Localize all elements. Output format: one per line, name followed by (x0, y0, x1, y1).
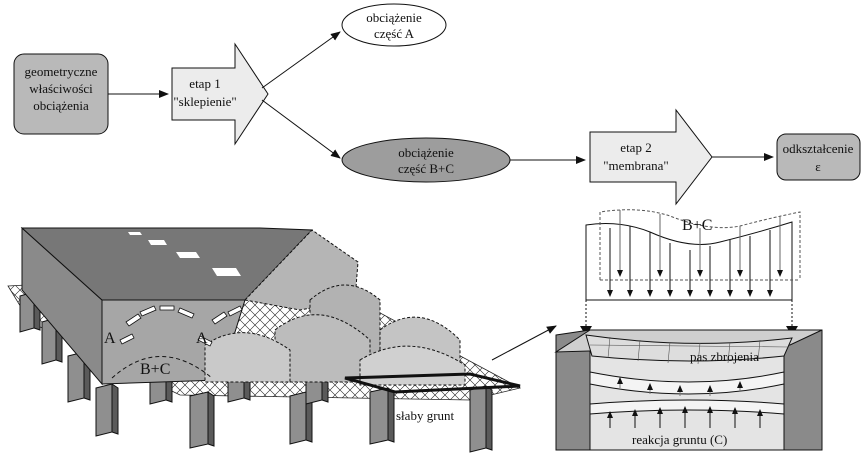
sagging-membrane (589, 371, 785, 395)
upward-arrows-upper (617, 377, 743, 396)
load-arrows (607, 226, 773, 297)
input-box-line2: właściwości (29, 81, 93, 96)
load-diagram-label: B+C (682, 217, 712, 234)
load-bc-line2: część B+C (398, 161, 454, 176)
arrow-stage1-to-load-bc (261, 99, 341, 159)
load-arrows-back (617, 210, 783, 277)
stage2-line1: etap 2 (620, 140, 651, 155)
stage1-line1: etap 1 (189, 76, 220, 91)
load-a-line1: obciążenie (366, 10, 422, 25)
pile-cap-right (783, 329, 823, 451)
arrow-stage1-to-load-a (261, 31, 341, 89)
reinforcement-grid-lines (589, 336, 789, 365)
output-deformation-box: odkształcenie ε (776, 133, 861, 181)
input-box-line3: obciążenia (33, 98, 89, 113)
load-bc-ellipse: obciążenie część B+C (341, 137, 511, 183)
embankment-illustration: A A B+C słaby grunt (7, 226, 522, 453)
stage2-block-arrow: etap 2 "membrana" (589, 108, 713, 206)
output-box-line2: ε (815, 159, 821, 174)
load-a-line2: część A (374, 26, 415, 41)
soil-arches (204, 284, 466, 386)
load-bc-line1: obciążenie (398, 145, 454, 160)
flowchart: geometryczne właściwości obciążenia etap… (13, 3, 861, 206)
soft-soil-label: słaby grunt (396, 408, 455, 423)
stage2-line2: "membrana" (603, 158, 668, 173)
output-box-line1: odkształcenie (783, 141, 854, 156)
ground-reaction-label: reakcja gruntu (C) (632, 432, 727, 447)
load-a-ellipse: obciążenie część A (341, 3, 447, 47)
stage1-block-arrow: etap 1 "sklepienie" (171, 42, 269, 146)
input-properties-box: geometryczne właściwości obciążenia (13, 53, 109, 135)
membrane-detail: B+C (554, 209, 823, 451)
soft-soil-block: słaby grunt (344, 372, 521, 423)
label-a-left: A (104, 330, 116, 347)
strip-label: pas zbrojenia (690, 349, 759, 364)
ground-reaction-arrows (607, 406, 763, 428)
load-diagram: B+C (585, 209, 801, 301)
arrow-to-membrane-detail (491, 325, 557, 361)
label-a-right: A (196, 330, 208, 347)
piles (19, 291, 493, 453)
stage1-line2: "sklepienie" (173, 94, 236, 109)
road-markings (128, 232, 241, 276)
label-bc-embankment: B+C (140, 361, 170, 378)
arching-arrows (119, 305, 243, 347)
input-box-line1: geometryczne (25, 64, 98, 79)
